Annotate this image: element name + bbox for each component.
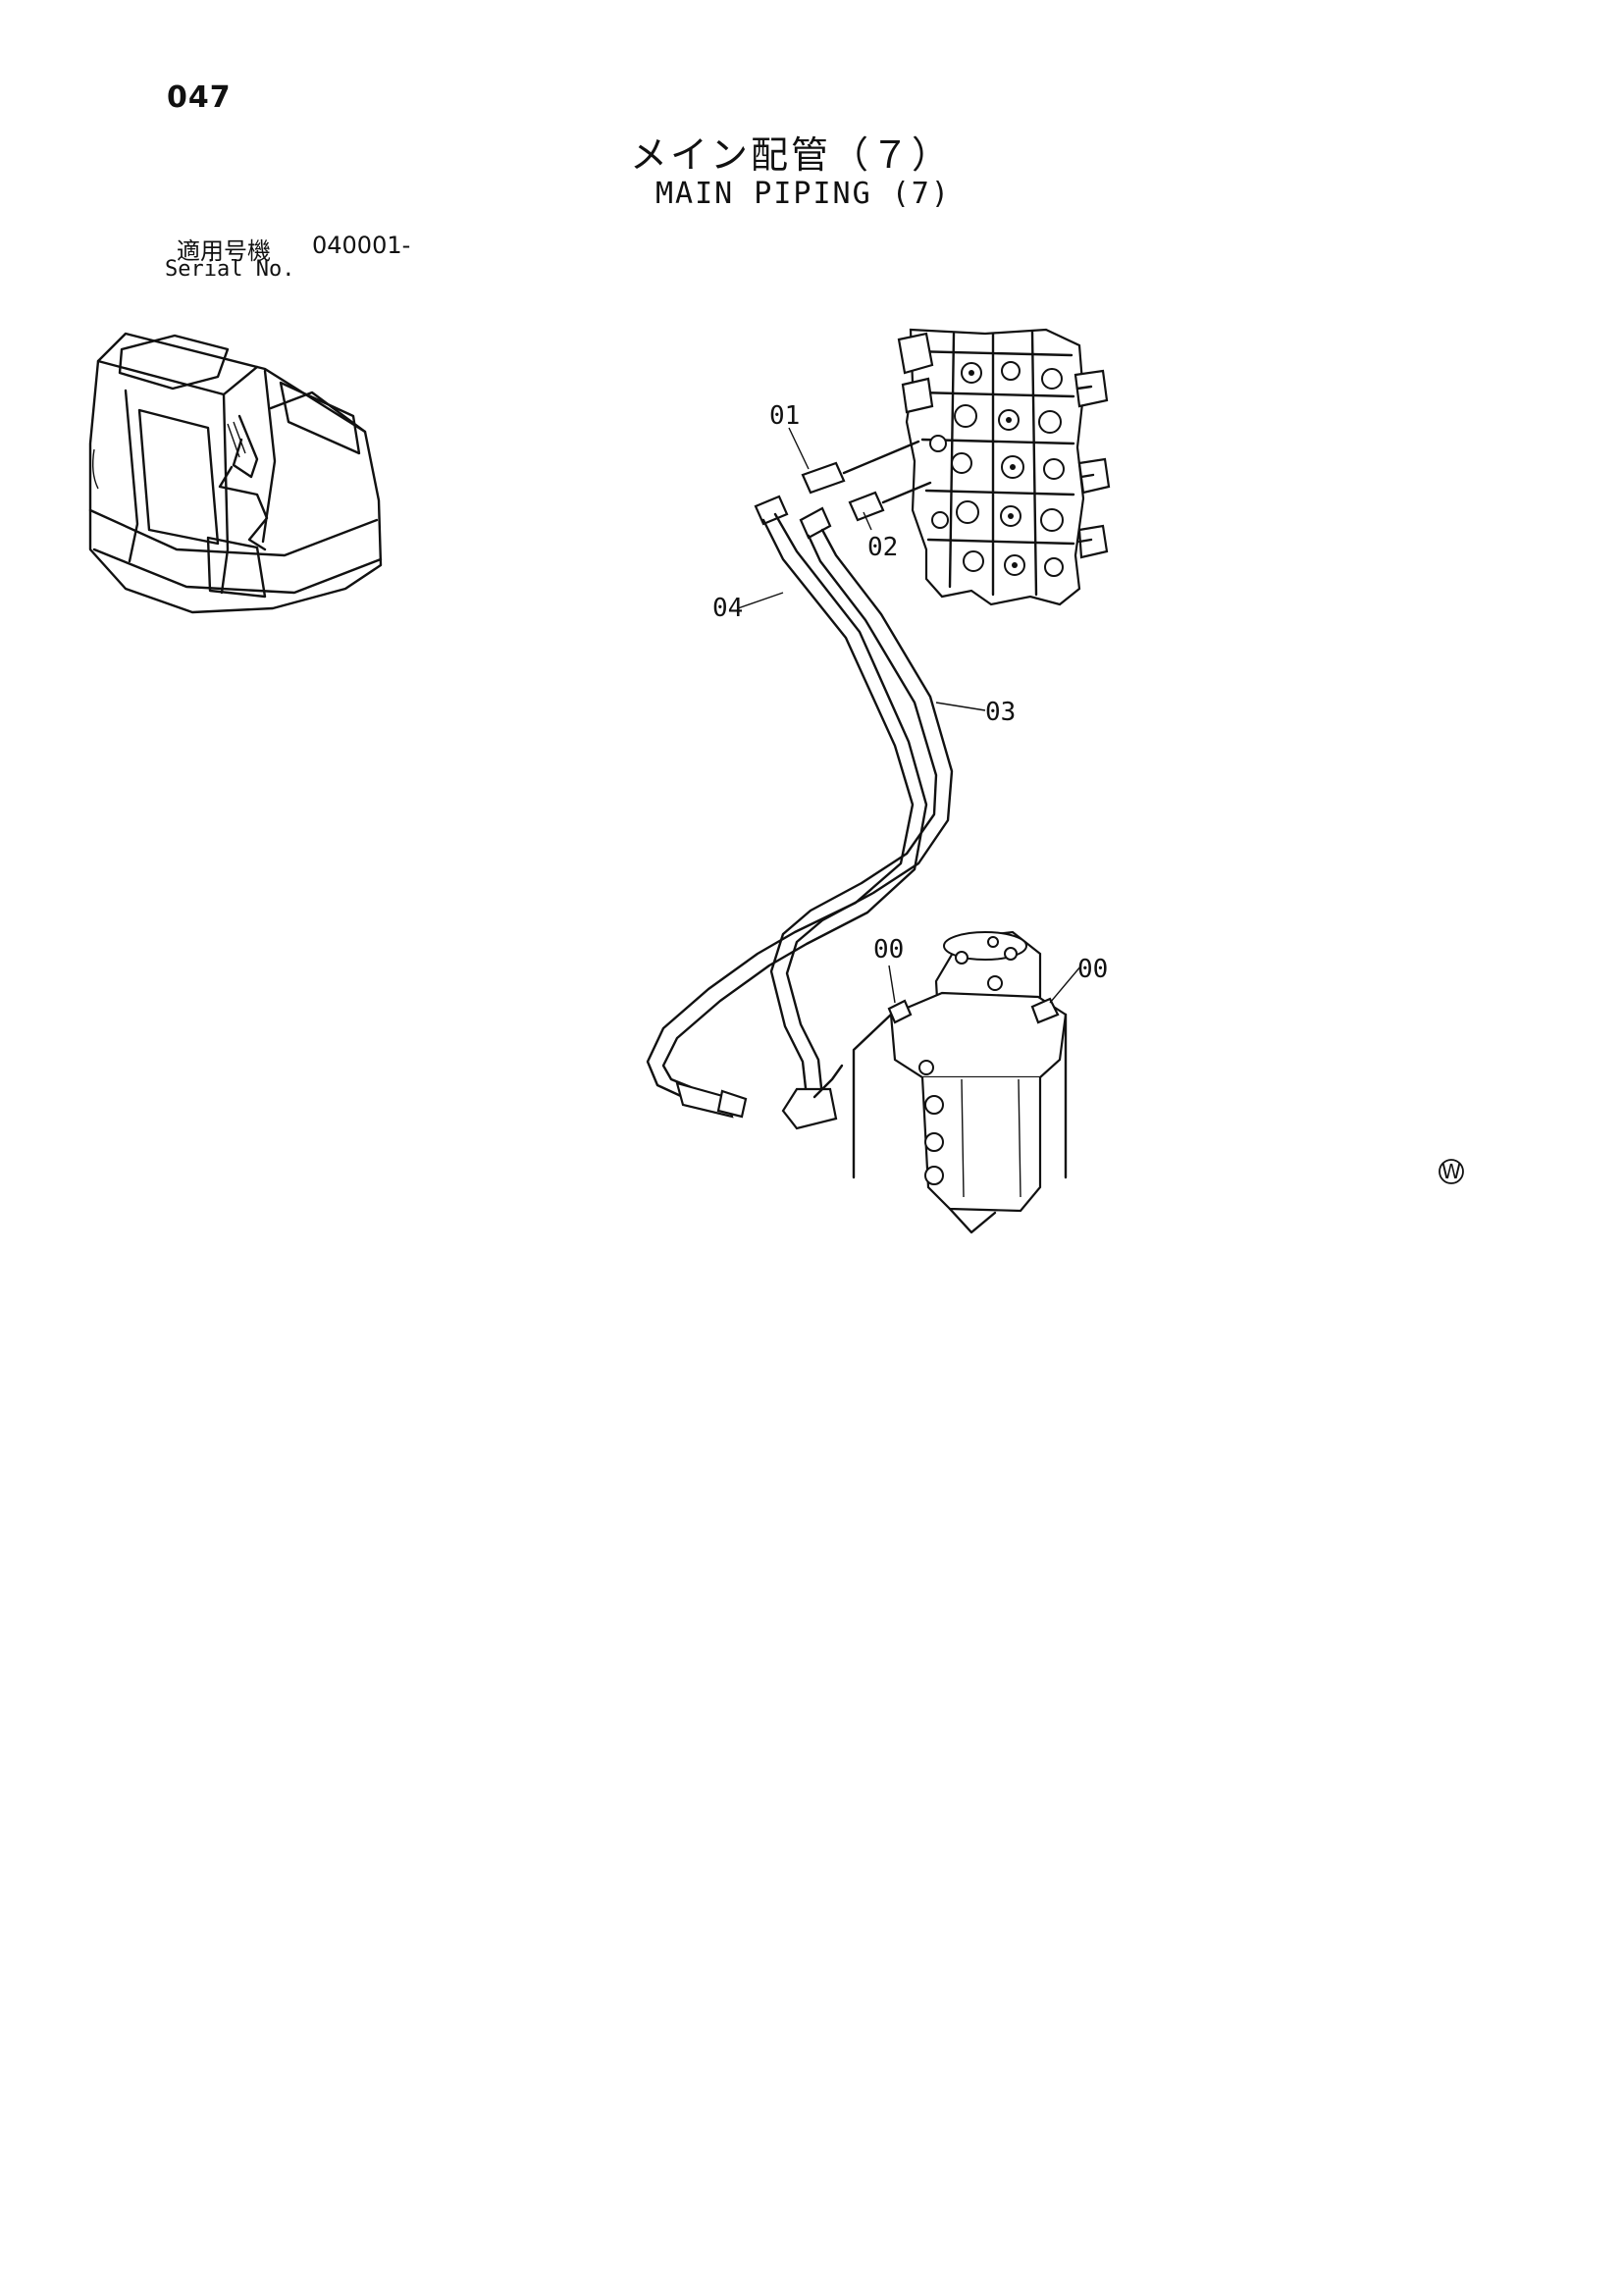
hose-04 bbox=[646, 495, 928, 1119]
adapter-02 bbox=[848, 481, 932, 522]
serial-number-value: 040001- bbox=[312, 232, 411, 259]
fitting-00-right bbox=[1030, 997, 1060, 1024]
title-japanese: メイン配管（７） bbox=[630, 133, 953, 177]
leader-lines bbox=[737, 427, 1082, 1004]
valve-port-holes bbox=[929, 361, 1065, 577]
page-number: 047 bbox=[167, 80, 232, 115]
hose-03 bbox=[769, 506, 954, 1130]
circled-w-mark: W bbox=[1439, 1159, 1464, 1184]
serial-label-japanese: 適用号機 bbox=[177, 237, 271, 265]
swing-joint-assembly bbox=[852, 930, 1068, 1234]
callout-02: 02 bbox=[867, 533, 898, 562]
callout-00-left: 00 bbox=[873, 935, 904, 965]
excavator-locator-illustration bbox=[88, 332, 383, 614]
control-valve-assembly bbox=[897, 328, 1111, 606]
callout-01: 01 bbox=[769, 401, 800, 431]
adapter-01 bbox=[801, 440, 920, 495]
callout-00-right: 00 bbox=[1077, 955, 1108, 984]
title-english: MAIN PIPING (7) bbox=[655, 177, 951, 211]
w-mark-letter: W bbox=[1441, 1160, 1461, 1183]
fitting-00-left bbox=[887, 999, 913, 1024]
callout-04: 04 bbox=[712, 594, 743, 623]
serial-label-english: Serial No. bbox=[165, 257, 295, 282]
callout-03: 03 bbox=[985, 698, 1016, 727]
